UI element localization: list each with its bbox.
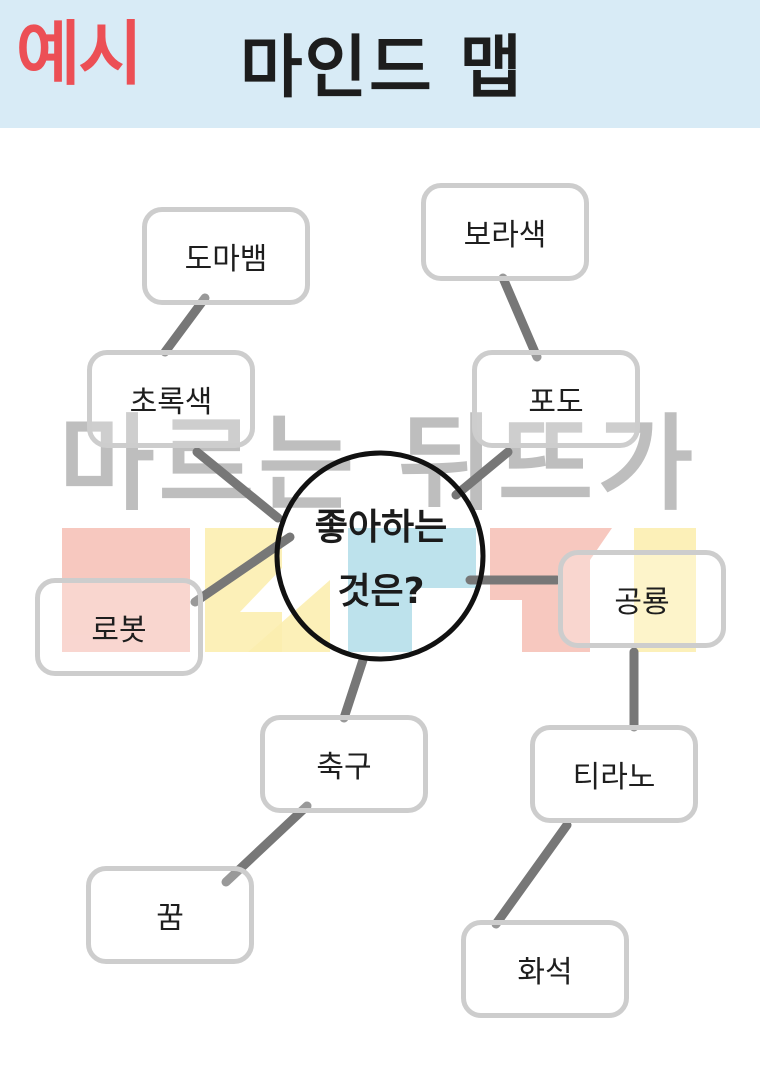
- node-robot: 로봇: [35, 578, 203, 676]
- node-dream: 꿈: [86, 866, 254, 964]
- connector-center-grape: [451, 447, 513, 500]
- page-title: 마인드 맵: [240, 28, 524, 108]
- header-banner: 예시 마인드 맵: [0, 0, 760, 128]
- node-dolphin: 도마뱀: [142, 207, 310, 305]
- node-purple: 보라색: [421, 183, 589, 281]
- watermark: 마르는 뒤뜨가: [59, 403, 697, 652]
- node-grape: 포도: [472, 350, 640, 448]
- watermark-block-red-left: [62, 528, 190, 652]
- center-circle: [274, 450, 486, 662]
- connector-center-soccer: [339, 655, 368, 723]
- connector-grape-purple: [498, 273, 542, 362]
- watermark-block-red-right: [490, 528, 612, 652]
- connector-tyranno-fossil: [491, 820, 572, 929]
- example-badge: 예시: [16, 13, 143, 95]
- connector-green-dolphin: [160, 293, 210, 357]
- connector-center-robot: [190, 532, 295, 607]
- connector-center-green: [192, 447, 283, 523]
- node-tyranno: 티라노: [530, 725, 698, 823]
- node-green: 초록색: [87, 350, 255, 448]
- center-label-line2: 것은?: [337, 571, 425, 612]
- watermark-block-yellow-right: [634, 528, 696, 652]
- node-soccer: 축구: [260, 715, 428, 813]
- watermark-block-blue: [348, 528, 476, 652]
- watermark-text: 마르는 뒤뜨가: [59, 403, 697, 525]
- center-label-line1: 좋아하는: [314, 507, 448, 548]
- node-fossil: 화석: [461, 920, 629, 1018]
- node-dinosaur: 공룡: [558, 550, 726, 648]
